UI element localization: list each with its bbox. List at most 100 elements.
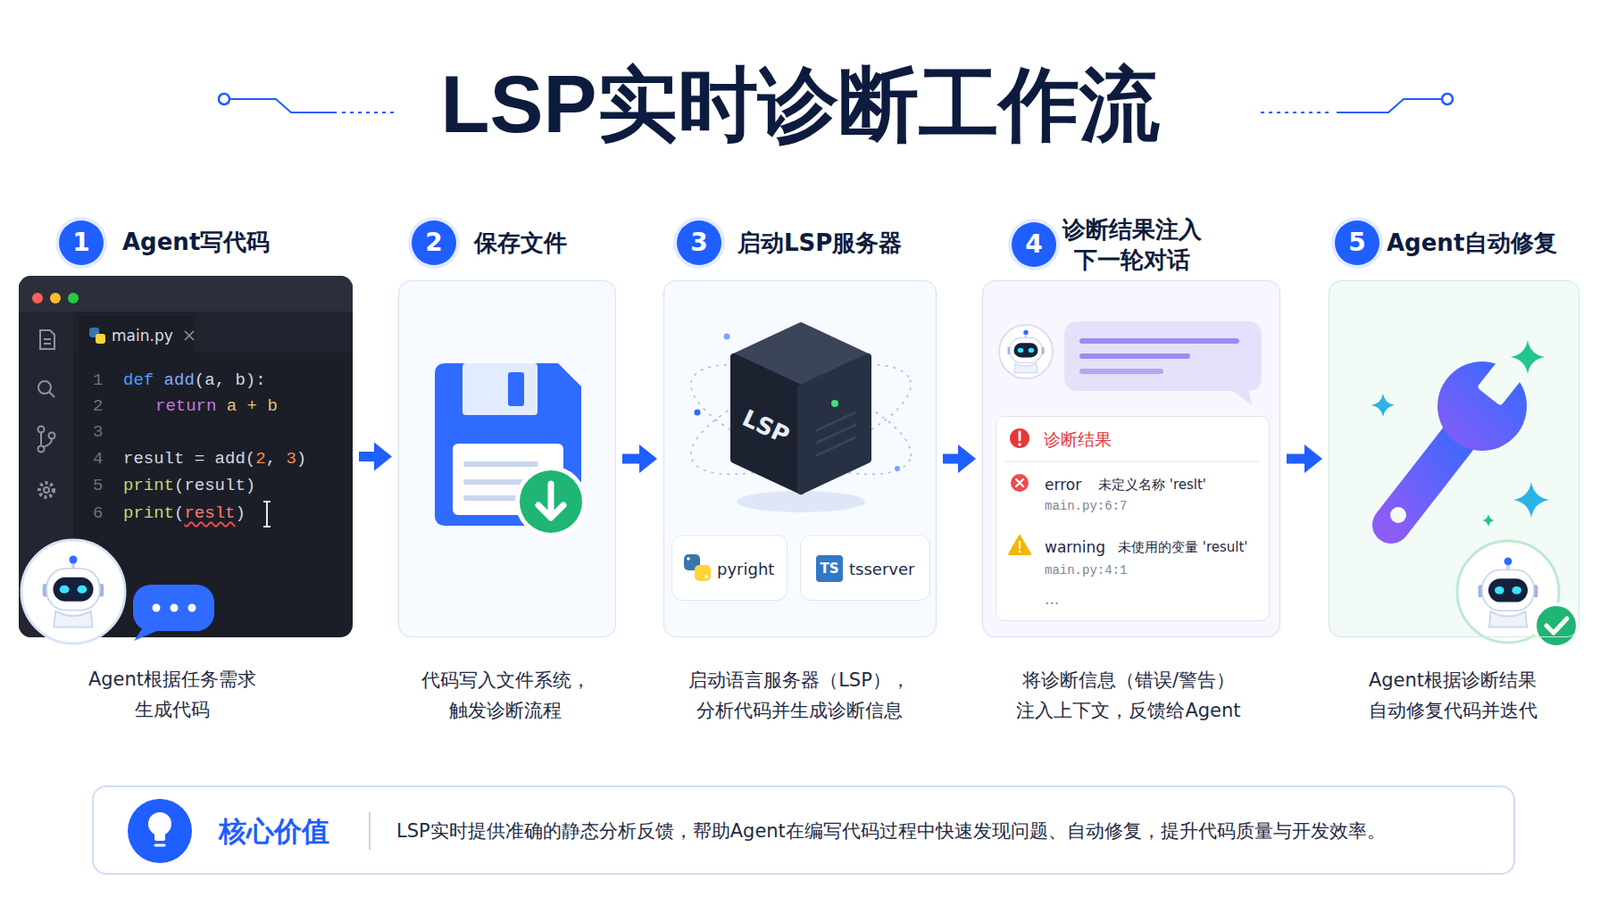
code-token: (a, b): <box>194 370 267 391</box>
line-number: 3 <box>92 422 103 442</box>
fix-card: Agent自动修复Agent根据诊断结果 自动修复代码并迭代 <box>1328 280 1580 638</box>
ts-icon-label: TS <box>819 560 839 577</box>
code-token: 3 <box>285 449 296 469</box>
window-dots <box>32 292 79 304</box>
node-text: 诊断结果 <box>1043 428 1112 452</box>
save-illustration <box>515 466 587 538</box>
core-value-band <box>368 812 371 850</box>
title-decoration <box>218 93 230 105</box>
save-illustration <box>508 372 525 407</box>
lsp-server-illustration <box>800 357 868 492</box>
lsp-server-illustration <box>894 466 900 472</box>
feedback-illustration <box>994 415 1269 621</box>
title-decoration <box>229 99 337 113</box>
node-text: Agent自动修复 <box>1386 228 1558 259</box>
core-value-band <box>91 785 1516 875</box>
node-text: tsserver <box>849 559 915 579</box>
line-number: 1 <box>92 370 103 391</box>
step-number: 3 <box>676 220 722 266</box>
flow-arrow <box>942 444 976 474</box>
window-dots <box>50 292 61 304</box>
code-editor <box>18 275 353 638</box>
tab-icons <box>184 331 194 341</box>
text-cursor <box>263 501 271 527</box>
node-text: Agent写代码 <box>122 227 270 259</box>
node-text: 核心价值 <box>218 813 330 851</box>
node-text: 诊断结果注入 下一轮对话 <box>1042 215 1222 276</box>
lsp-server-illustration <box>816 555 843 583</box>
lsp-server-illustration <box>663 280 937 638</box>
fix-illustration <box>1390 507 1407 524</box>
lsp-server-illustration <box>694 409 701 417</box>
code-token: add <box>164 370 195 391</box>
feedback-illustration <box>1016 479 1024 487</box>
lsp-server-illustration <box>663 280 937 638</box>
code-token: print <box>123 475 175 496</box>
step-number: 1 <box>58 220 104 266</box>
file-tab: main.py <box>111 326 174 345</box>
save-illustration <box>398 280 617 638</box>
agent-robot <box>152 604 161 613</box>
sidebar-icons <box>40 330 55 350</box>
line-number: 6 <box>92 503 103 524</box>
node-text: main.py:6:7 <box>1044 499 1127 514</box>
lsp-server-illustration <box>816 412 856 456</box>
agent-robot <box>21 540 125 644</box>
diagram-title: LSP实时诊断工作流 <box>0 60 1600 150</box>
lsp-server-illustration <box>704 575 709 579</box>
code-token: result = add( <box>123 449 256 469</box>
save-card: 保存文件代码写入文件系统， 触发诊断流程 <box>398 280 617 638</box>
step-number: 5 <box>1334 220 1380 266</box>
node-text: 启动语言服务器（LSP）， 分析代码并生成诊断信息 <box>669 665 929 726</box>
code-line: result = add(2, 3) <box>123 449 307 469</box>
fix-illustration <box>1478 557 1539 627</box>
lsp-server-illustration <box>670 533 787 600</box>
feedback-illustration <box>1082 368 1161 375</box>
feedback-illustration <box>1007 330 1044 374</box>
code-token: print <box>123 503 175 524</box>
core-value-band <box>127 799 192 864</box>
code-token: ( <box>174 503 184 524</box>
node-text: error <box>1044 475 1082 494</box>
node-text: 未使用的变量 'result' <box>1117 539 1248 557</box>
code-editor <box>18 275 353 638</box>
lsp-server-illustration <box>799 533 930 600</box>
line-number: 5 <box>92 475 103 496</box>
window-dots <box>32 292 43 304</box>
feedback-illustration <box>1018 432 1022 441</box>
node-text: 启动LSP服务器 <box>737 228 902 259</box>
code-token: 2 <box>255 449 266 469</box>
feedback-illustration <box>999 325 1053 379</box>
flow-arrow <box>1286 444 1323 474</box>
feedback-illustration <box>1009 428 1030 449</box>
node-text: main.py:4:1 <box>1044 563 1127 578</box>
feedback-illustration <box>1017 442 1021 446</box>
title-decoration <box>1336 99 1442 113</box>
fix-illustration <box>1371 393 1395 417</box>
fix-illustration <box>1328 280 1580 648</box>
feedback-illustration <box>1010 474 1029 492</box>
fix-illustration <box>1510 340 1545 375</box>
feedback-illustration <box>1018 541 1021 549</box>
node-text: ... <box>1044 590 1059 609</box>
inject-card: 诊断结果注入 下一轮对话将诊断信息（错误/警告） 注入上下文，反馈给Agent诊… <box>982 280 1281 638</box>
fix-illustration <box>1546 618 1567 634</box>
lsp-server-illustration <box>694 565 711 582</box>
save-illustration <box>398 280 617 638</box>
agent-robot <box>170 604 179 613</box>
code-line: defadd(a, b): <box>123 370 267 391</box>
lsp-server-illustration <box>831 400 839 408</box>
sidebar-icons <box>39 483 54 498</box>
sidebar-icons <box>38 381 51 394</box>
node-text: pyright <box>716 559 775 579</box>
code-editor <box>78 316 195 353</box>
sidebar-icons <box>38 426 45 434</box>
fix-illustration <box>1482 514 1495 527</box>
agent-robot <box>133 584 215 632</box>
fix-illustration <box>1513 482 1550 518</box>
feedback-illustration <box>982 280 1281 638</box>
feedback-illustration <box>1064 321 1262 392</box>
code-line: returna + b <box>155 396 278 417</box>
sidebar-icons <box>49 433 56 440</box>
sidebar-icons <box>43 487 50 493</box>
